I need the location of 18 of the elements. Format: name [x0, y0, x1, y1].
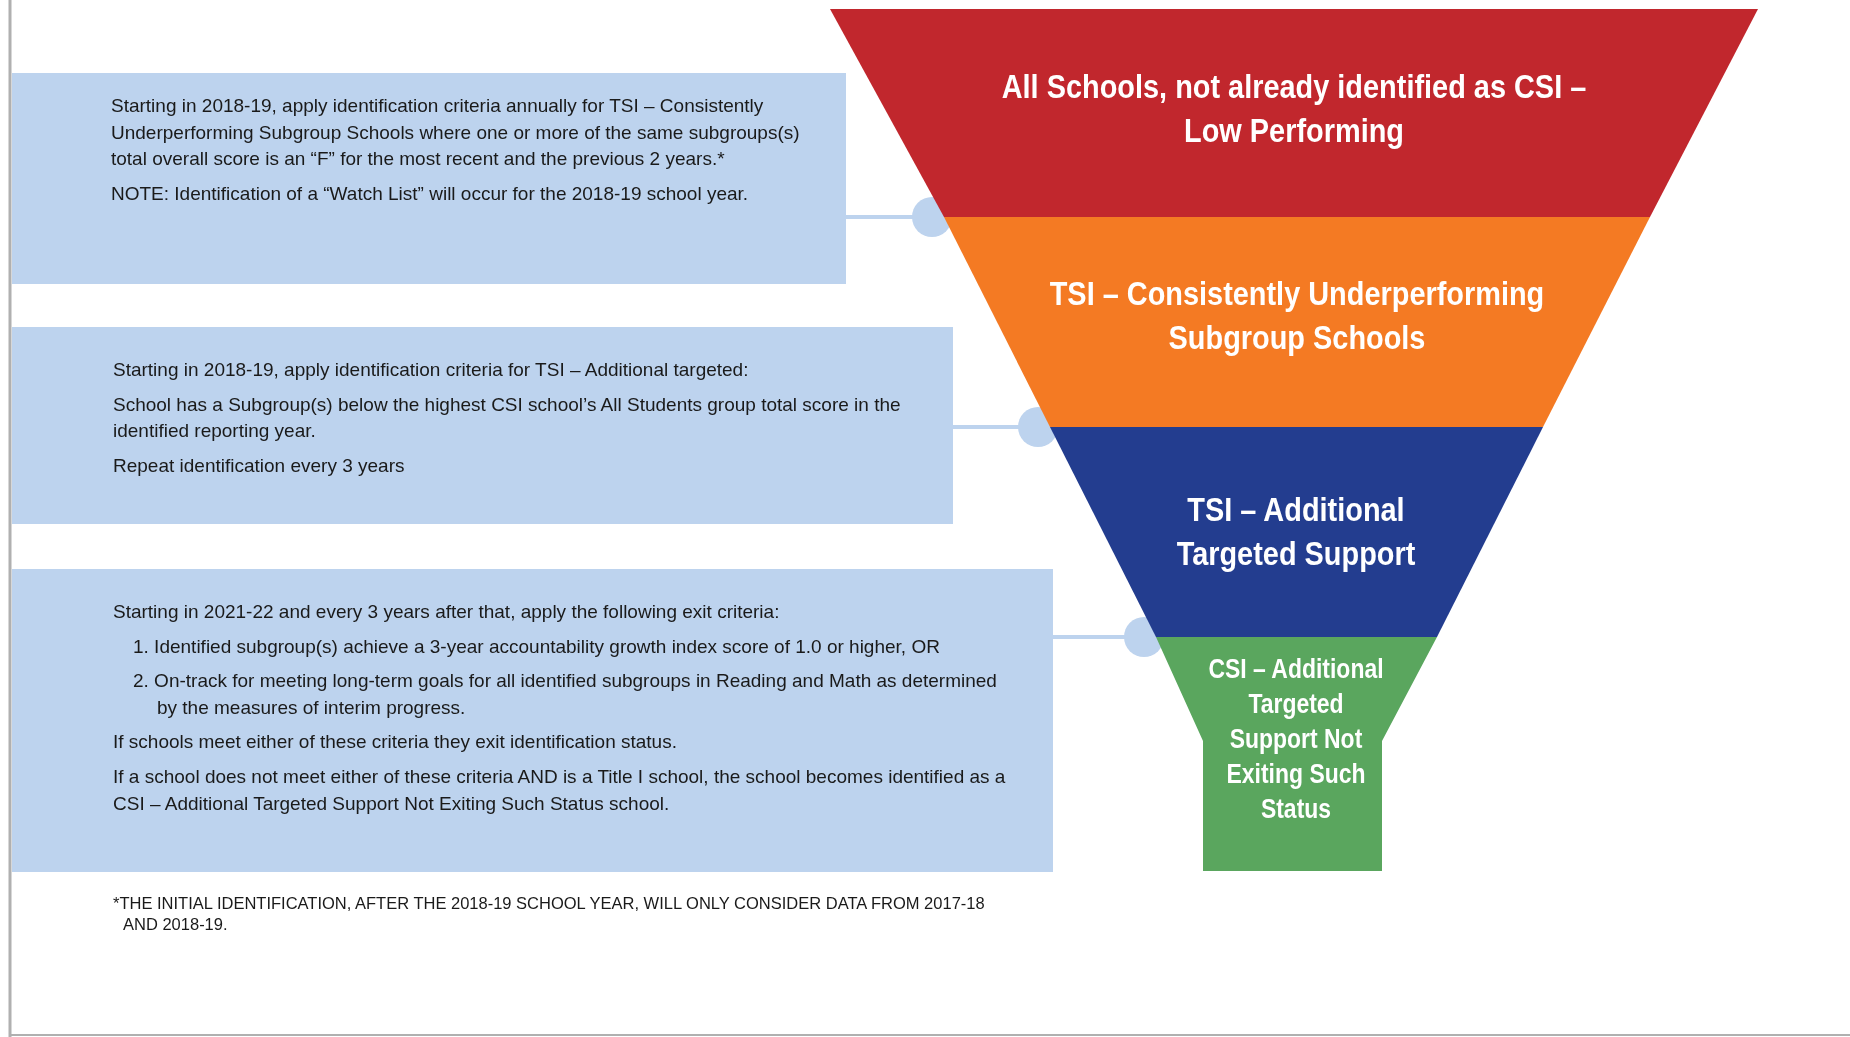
funnel-label: All Schools, not already identified as CSI – Low Performing [1000, 66, 1588, 152]
funnel-label: CSI – Additional Targeted Support Not Exiting Such Status [1207, 653, 1385, 827]
criteria-text: Starting in 2021-22 and every 3 years after that, apply the following exit criteria: [113, 600, 781, 624]
criteria-text: If schools meet either of these criteria they exit identification status. [113, 730, 678, 755]
footnote: *THE INITIAL IDENTIFICATION, AFTER THE 2018-19 SCHOOL YEAR, WILL ONLY CONSIDER DATA FROM 2017-18 AND 2018-19. [113, 893, 986, 936]
criteria-panel [12, 569, 1053, 872]
criteria-text: Starting in 2018-19, apply identification criteria for TSI – Additional targeted: [113, 358, 750, 382]
criteria-text: If a school does not meet either of these criteria AND is a Title I school, the school becomes identified as a CSI – Additional Targeted Support Not Exiting Such Status school. [113, 764, 1007, 816]
criteria-panel [12, 73, 846, 284]
criteria-text: Repeat identification every 3 years [113, 453, 406, 478]
criteria-text: Starting in 2018-19, apply identification criteria annually for TSI – Consistently Underperforming Subgroup Schools where one or more of the same subgroups(s) total overall score is an “F” for the most recent and the previous 2 years.* [111, 94, 801, 172]
criteria-panel [12, 327, 953, 524]
criteria-text: NOTE: Identification of a “Watch List” will occur for the 2018-19 school year. [111, 181, 750, 206]
criteria-text: School has a Subgroup(s) below the highest CSI school’s All Students group total score in the identified reporting year. [113, 392, 902, 444]
criteria-text: 1. Identified subgroup(s) achieve a 3-year accountability growth index score of 1.0 or higher, OR [133, 634, 941, 659]
criteria-text: 2. On-track for meeting long-term goals for all identified subgroups in Reading and Math as determined by the measures of interim progress. [133, 669, 998, 720]
funnel-label: TSI – Consistently Underperforming Subgroup Schools [1048, 273, 1546, 359]
funnel-label: TSI – Additional Targeted Support [1175, 489, 1417, 575]
